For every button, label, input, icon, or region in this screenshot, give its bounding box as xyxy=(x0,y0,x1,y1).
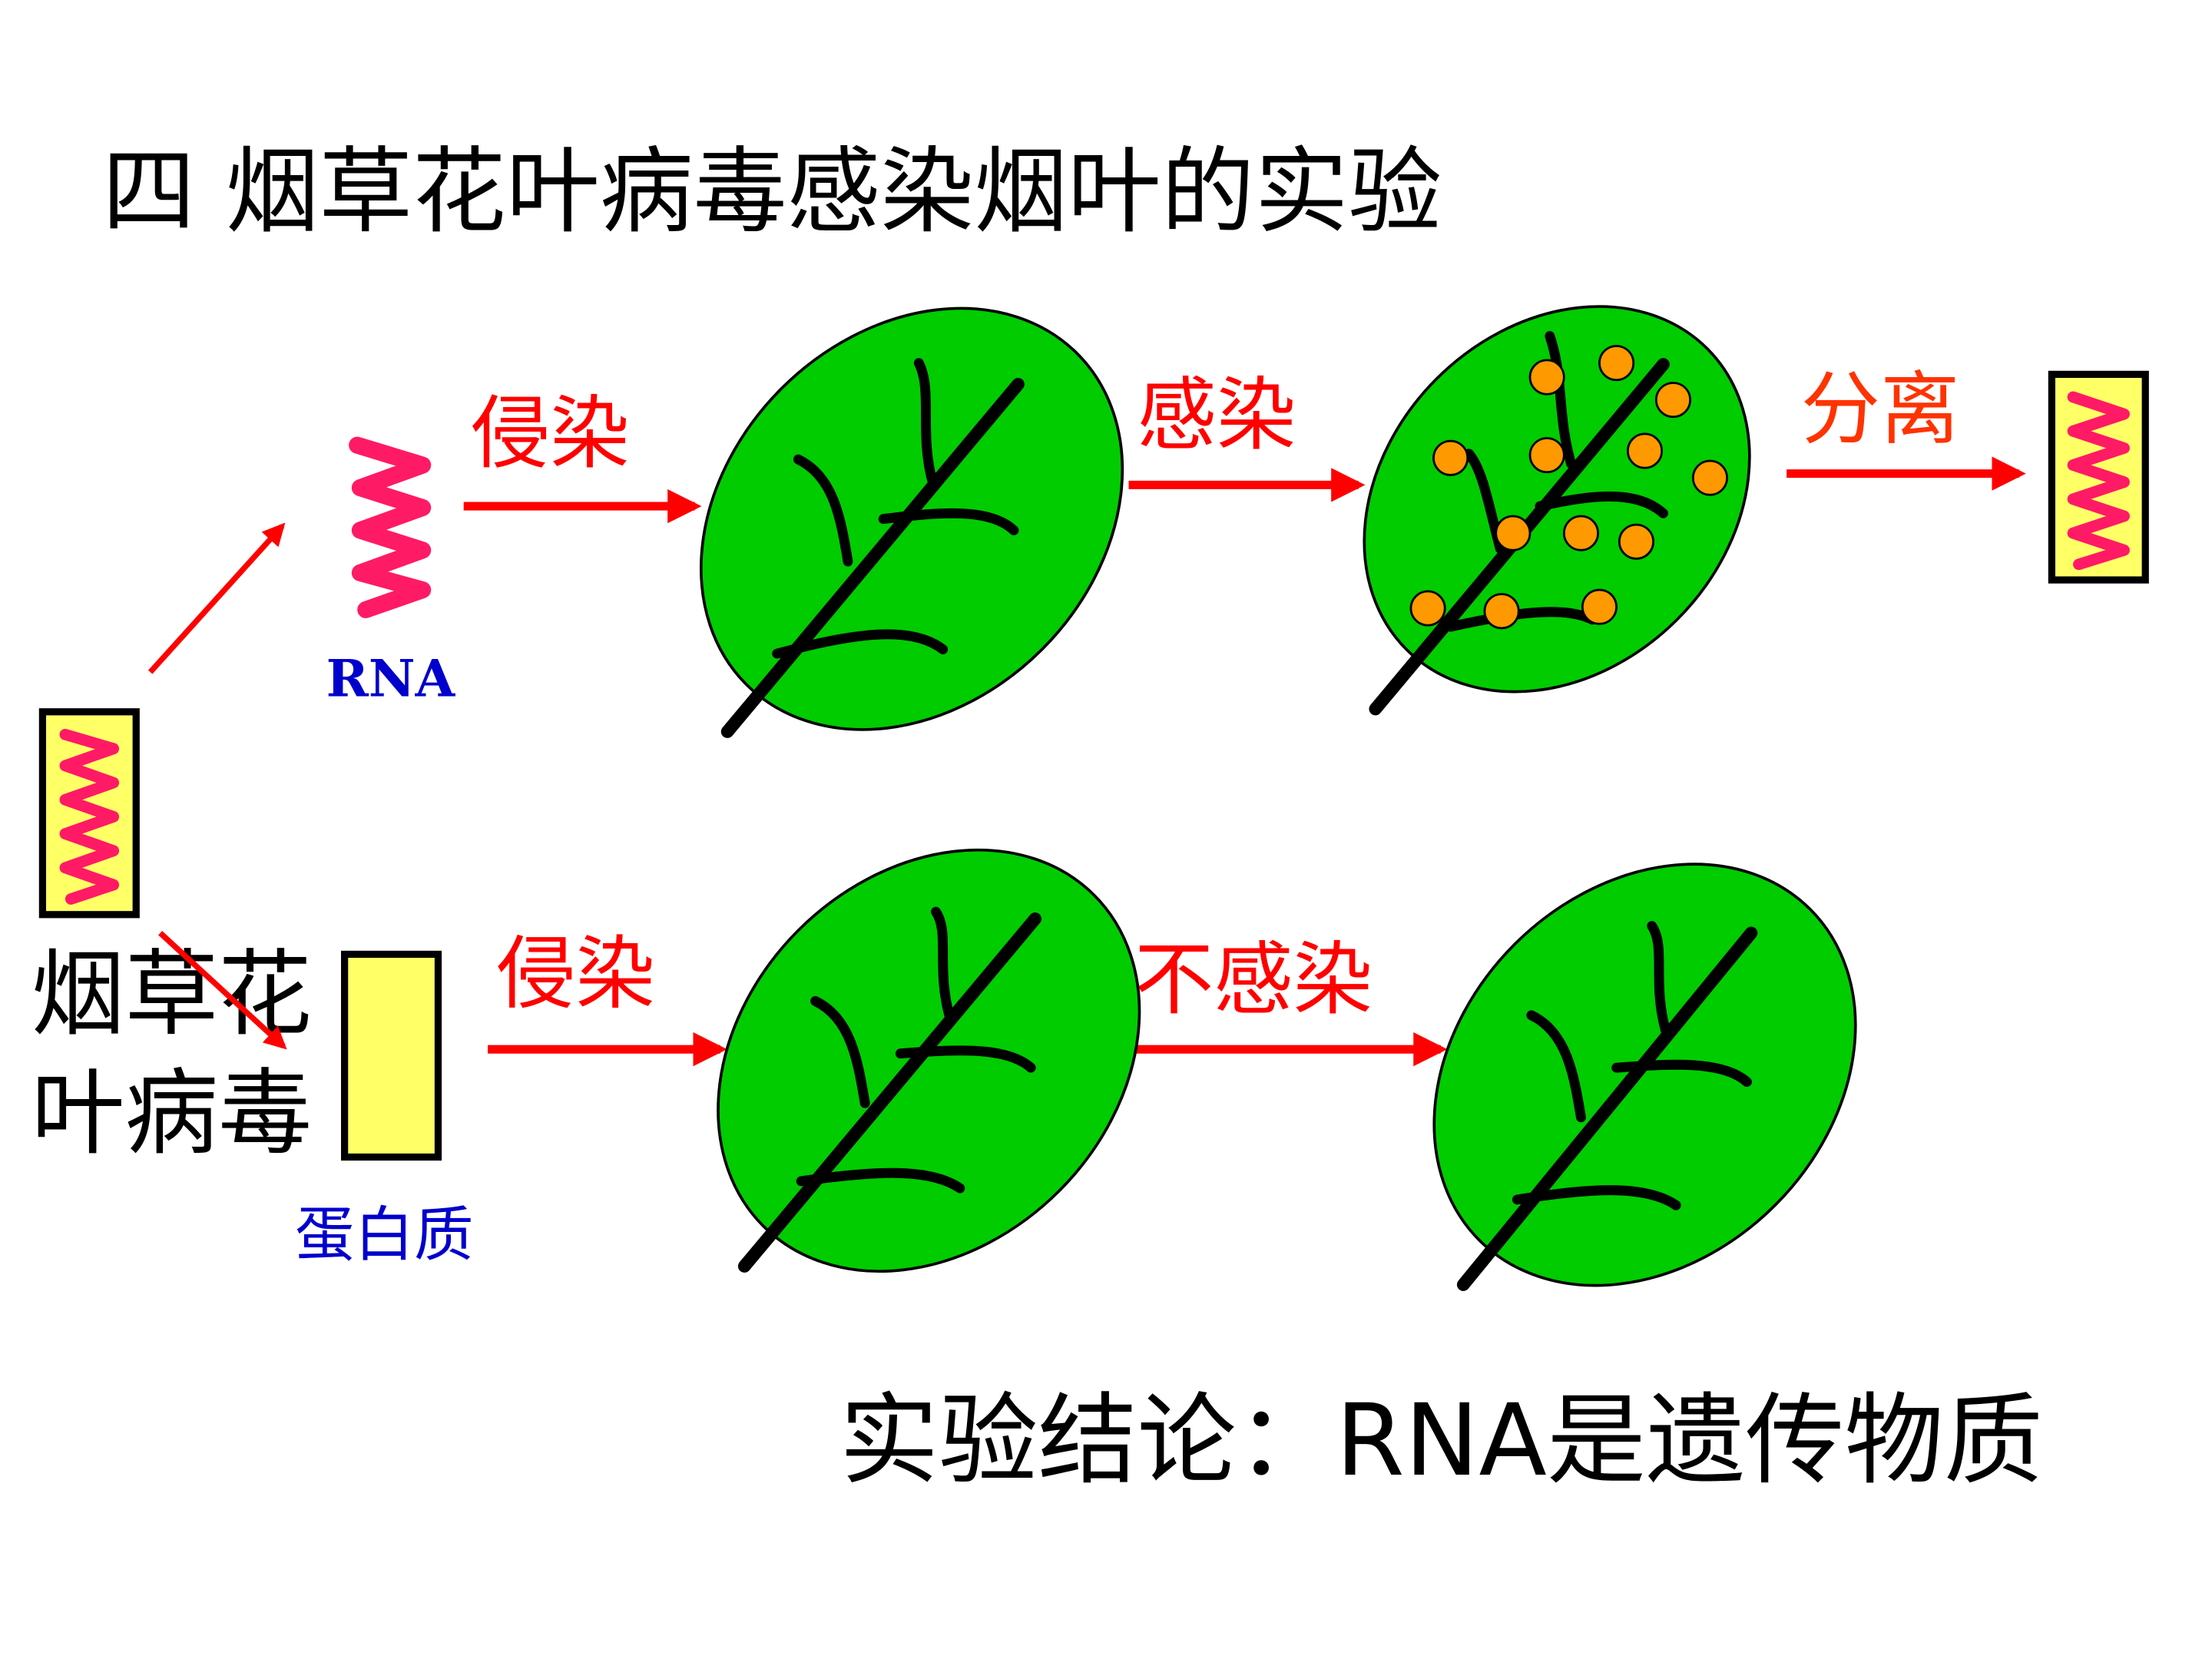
progeny-virus-icon xyxy=(2048,370,2149,584)
page-title: 四 烟草花叶病毒感染烟叶的实验 xyxy=(102,137,1442,247)
arrow-to-protein xyxy=(158,931,287,1050)
virus-spot xyxy=(1627,432,1664,469)
virus-spot xyxy=(1432,439,1469,476)
virus-spot xyxy=(1691,459,1728,496)
protein-capsule-icon xyxy=(341,950,442,1161)
arrow-label-bottom-not-infected: 不感染 xyxy=(1134,934,1373,1026)
virus-spot xyxy=(1598,345,1635,382)
virus-spots xyxy=(1409,345,1728,630)
virus-spot xyxy=(1581,588,1618,625)
leaf-infected-top xyxy=(1363,305,1751,716)
arrow-label-top-isolate: 分离 xyxy=(1801,364,1960,456)
virus-spot xyxy=(1483,593,1520,630)
virus-spot xyxy=(1409,590,1446,627)
arrow-to-rna xyxy=(147,522,286,674)
virus-spot xyxy=(1528,359,1565,396)
virus-spot xyxy=(1528,437,1565,474)
virus-label-line2: 叶病毒 xyxy=(31,1059,312,1168)
leaf-healthy-top xyxy=(700,306,1124,738)
arrow-label-bottom-infect: 侵染 xyxy=(496,928,655,1020)
leaf-healthy-bottom-middle xyxy=(717,848,1141,1273)
virus-spot xyxy=(1654,382,1691,419)
rna-label: RNA xyxy=(326,648,456,708)
whole-virus-icon xyxy=(38,708,140,919)
virus-spot xyxy=(1562,515,1599,551)
virus-spot xyxy=(1618,523,1654,560)
conclusion-text: 实验结论：RNA是遗传物质 xyxy=(839,1383,2043,1498)
rna-coil-icon xyxy=(349,436,432,618)
virus-spot xyxy=(1495,515,1532,551)
leaf-healthy-bottom-right xyxy=(1432,863,1857,1291)
arrow-label-top-infect: 侵染 xyxy=(471,388,630,480)
protein-label: 蛋白质 xyxy=(295,1200,474,1270)
arrow-label-top-infected: 感染 xyxy=(1137,369,1296,462)
